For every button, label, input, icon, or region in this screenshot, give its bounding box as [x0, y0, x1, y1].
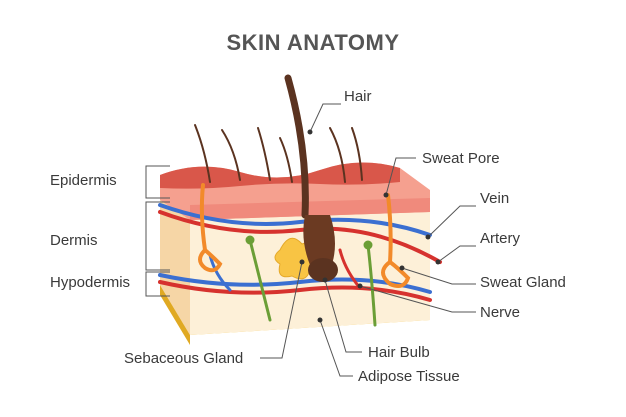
label-dermis: Dermis: [50, 232, 98, 249]
label-sweat-gland: Sweat Gland: [480, 274, 566, 291]
label-epidermis: Epidermis: [50, 172, 117, 189]
label-hair-bulb: Hair Bulb: [368, 344, 430, 361]
label-sebaceous-gland: Sebaceous Gland: [124, 350, 244, 367]
nerve-fibers: [245, 235, 377, 327]
label-artery: Artery: [480, 230, 521, 247]
label-sweat-pore: Sweat Pore: [422, 150, 500, 167]
sweat-pore-duct: [386, 193, 393, 264]
label-nerve: Nerve: [480, 304, 521, 321]
artery-vessel: [158, 210, 442, 264]
label-adipose-tissue: Adipose Tissue: [358, 368, 460, 385]
hair-bulb-shape: [308, 258, 338, 282]
small-hairs: [194, 124, 363, 183]
label-vein: Vein: [480, 190, 510, 207]
sweat-glands: [198, 183, 411, 288]
left-brackets: [145, 165, 170, 297]
label-hair: Hair: [344, 88, 372, 105]
diagram-title: SKIN ANATOMY: [226, 30, 400, 55]
leader-dots: [299, 129, 441, 323]
label-hypodermis: Hypodermis: [50, 274, 131, 291]
leader-lines: [260, 103, 476, 377]
hair-follicle: [284, 74, 338, 282]
